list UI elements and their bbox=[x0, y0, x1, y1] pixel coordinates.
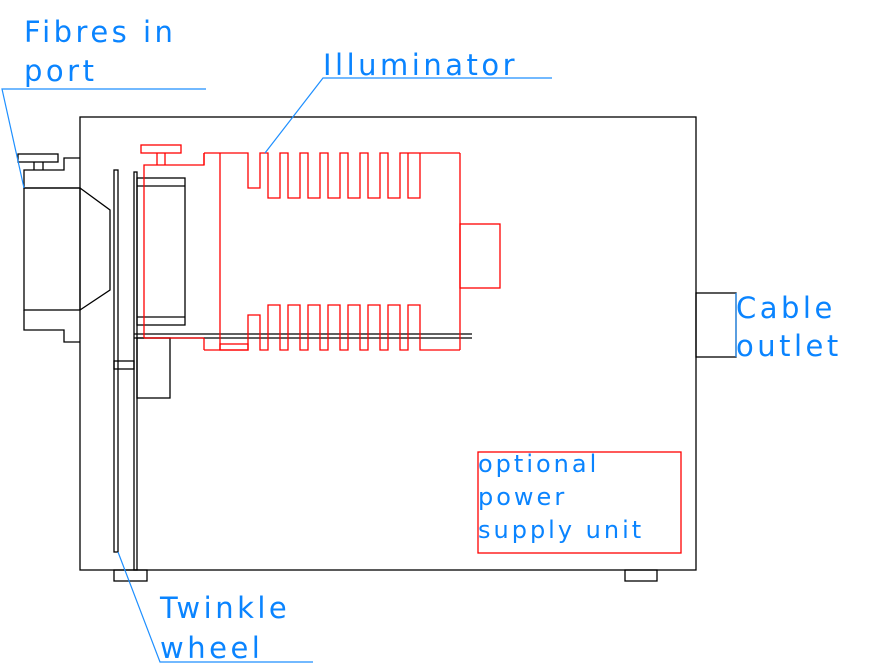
fibres-leader bbox=[1, 88, 206, 189]
label-psu-line1: optional bbox=[478, 450, 599, 478]
illuminator-leader bbox=[264, 77, 552, 154]
label-cable-line2: outlet bbox=[736, 329, 842, 363]
fibre-port bbox=[17, 153, 111, 343]
foot-left bbox=[113, 569, 148, 582]
label-fibres-line1: Fibres in bbox=[24, 15, 176, 49]
label-twinkle-line2: wheel bbox=[160, 631, 263, 664]
label-fibres-line2: port bbox=[24, 54, 97, 88]
cable-outlet bbox=[695, 292, 737, 358]
label-psu-line3: supply unit bbox=[478, 516, 644, 544]
twinkle-wheel bbox=[113, 169, 472, 571]
power-supply-unit bbox=[477, 451, 682, 554]
foot-right bbox=[624, 569, 658, 582]
label-cable-line1: Cable bbox=[736, 291, 836, 325]
twinkle-leader bbox=[117, 551, 313, 663]
label-illuminator: Illuminator bbox=[323, 48, 518, 82]
label-psu-line2: power bbox=[478, 483, 567, 511]
label-twinkle-line1: Twinkle bbox=[159, 591, 290, 625]
illuminator bbox=[140, 144, 501, 351]
